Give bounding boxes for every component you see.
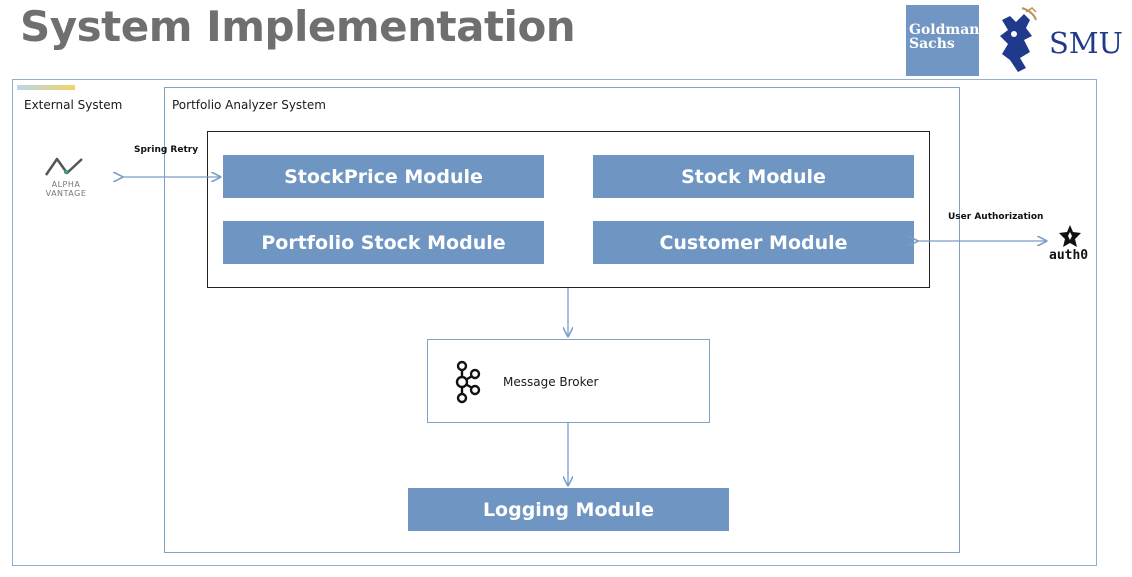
slide-title: System Implementation <box>20 2 576 51</box>
goldman-sachs-logo: Goldman Sachs <box>906 5 979 76</box>
customer-module: Customer Module <box>593 221 914 264</box>
auth0-star-icon <box>1059 225 1081 247</box>
auth0-logo-text: auth0 <box>1049 248 1089 263</box>
message-broker-label: Message Broker <box>503 375 599 389</box>
accent-bar <box>17 85 75 90</box>
external-system-label: External System <box>24 98 123 112</box>
smu-lion-icon <box>1000 7 1037 72</box>
stockprice-module: StockPrice Module <box>223 155 544 198</box>
gs-logo-line2: Sachs <box>909 36 955 52</box>
alpha-vantage-icon <box>44 157 83 176</box>
external-system-frame <box>12 79 1097 566</box>
stock-module: Stock Module <box>593 155 914 198</box>
user-authorization-label: User Authorization <box>948 212 1044 222</box>
alpha-vantage-logo: ALPHA VANTAGE <box>36 180 96 198</box>
kafka-icon <box>455 360 481 404</box>
alpha-vantage-line1: ALPHA <box>51 180 81 189</box>
portfolio-analyzer-frame <box>164 87 960 553</box>
portfolio-stock-module: Portfolio Stock Module <box>223 221 544 264</box>
alpha-vantage-line2: VANTAGE <box>45 189 87 198</box>
message-broker-box <box>427 339 710 423</box>
smu-logo-text: SMU <box>1049 26 1124 60</box>
gs-logo-line1: Goldman <box>909 22 980 38</box>
logging-module: Logging Module <box>408 488 729 531</box>
spring-retry-label: Spring Retry <box>134 145 199 155</box>
portfolio-system-label: Portfolio Analyzer System <box>172 98 326 112</box>
